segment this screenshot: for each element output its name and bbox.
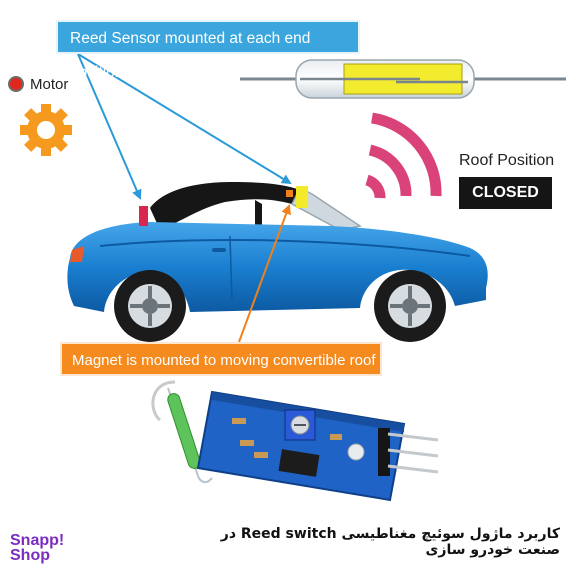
caption: کاربرد ماژول سوئیچ مغناطیسی Reed switch … <box>220 526 560 558</box>
roof-status-badge: CLOSED <box>459 177 552 209</box>
brand-logo: Snapp! Shop <box>10 532 65 564</box>
signal-waves-icon <box>365 112 442 199</box>
reed-sensor-callout: Reed Sensor mounted at each end position <box>56 20 360 81</box>
motor-label: Motor <box>30 76 69 93</box>
sensor-module-illustration <box>151 380 439 502</box>
magnet-callout: Magnet is mounted to moving convertible … <box>60 342 382 376</box>
callout-arrows <box>77 53 292 343</box>
logo-line-1: Snapp! <box>10 532 65 549</box>
motor-status-icon <box>8 76 24 92</box>
reed-switch-icon <box>240 59 566 99</box>
logo-line-2: Shop <box>10 547 50 564</box>
roof-position-title: Roof Position <box>459 152 555 169</box>
car-illustration <box>67 182 488 342</box>
gear-icon <box>20 104 72 156</box>
